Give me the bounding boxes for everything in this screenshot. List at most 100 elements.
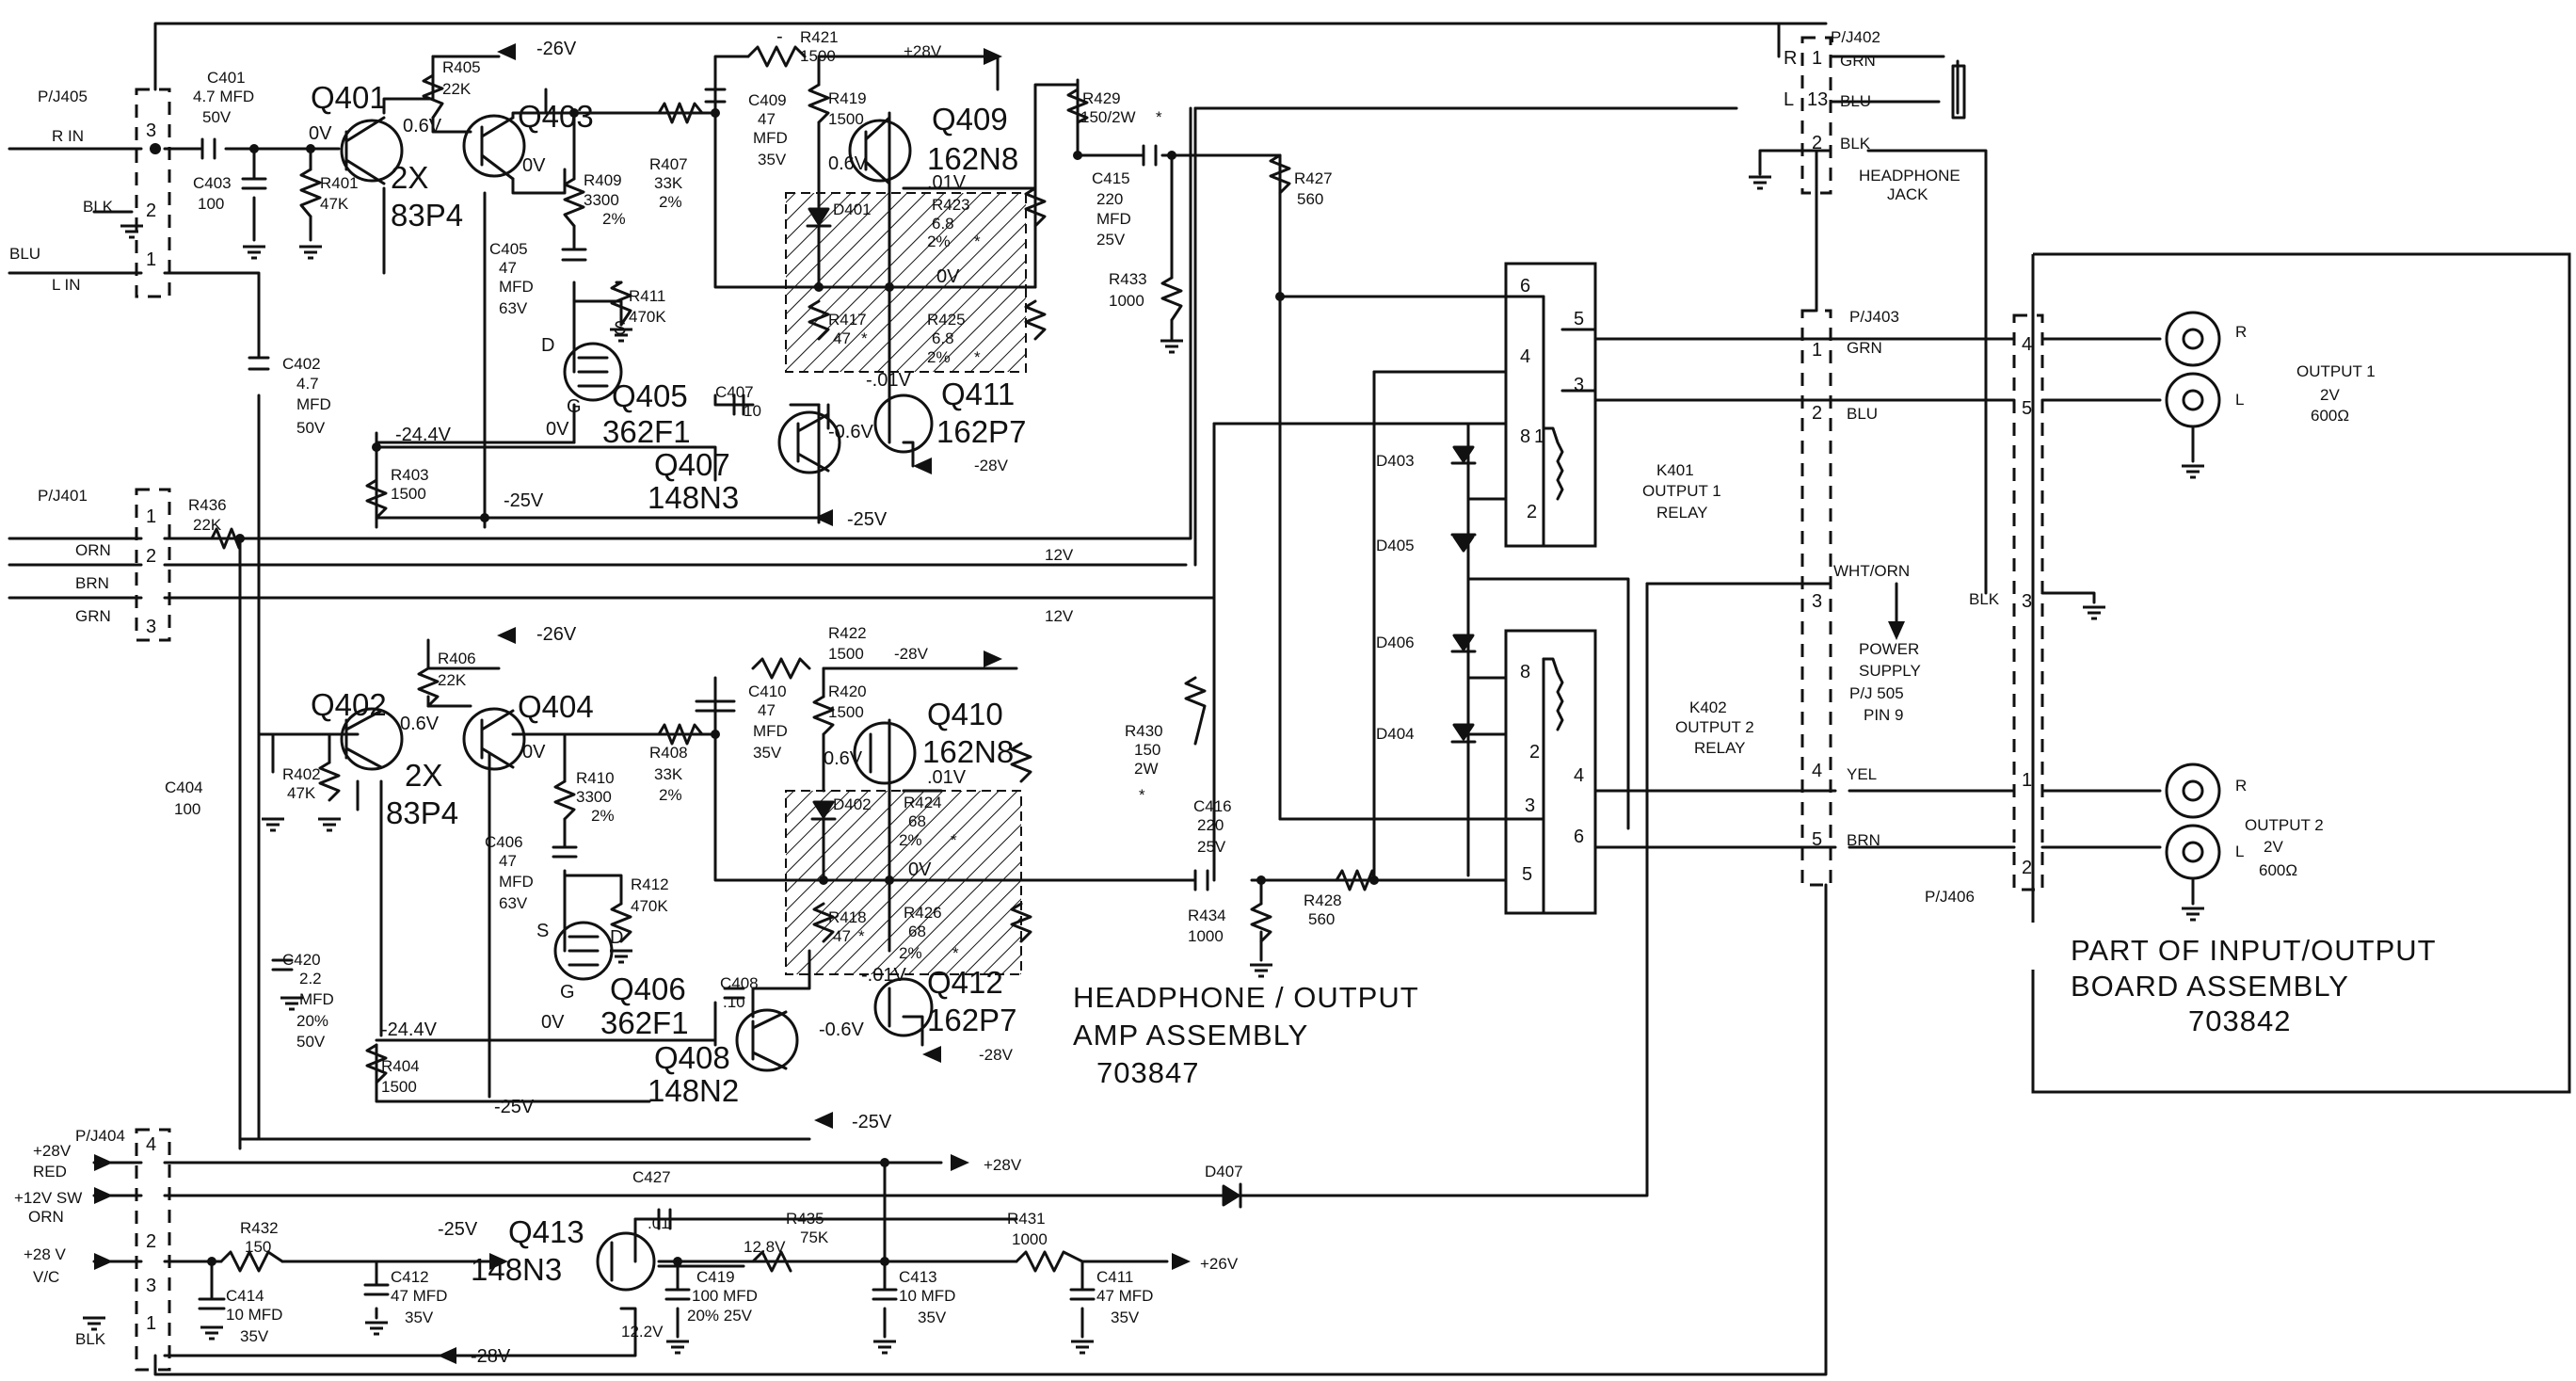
q407-part: 148N3 <box>648 480 739 515</box>
c420-tol: 20% <box>296 1012 328 1030</box>
q405-part: 362F1 <box>602 414 691 449</box>
d405-ref: D405 <box>1376 537 1415 554</box>
minus25v-b: -25V <box>847 509 888 530</box>
r421-ref: R421 <box>800 28 839 46</box>
q405-drain: D <box>541 335 554 356</box>
d406-ref: D406 <box>1376 634 1415 651</box>
c410-voltage: 35V <box>753 744 782 762</box>
board-title-line1: PART OF INPUT/OUTPUT <box>2071 934 2437 967</box>
r401-ref: R401 <box>320 174 359 192</box>
pin: 4 <box>1574 765 1584 786</box>
pin: 8 <box>1520 662 1530 682</box>
pj405-label: P/J405 <box>38 88 88 105</box>
k402-relay: RELAY <box>1694 739 1746 757</box>
r-in-label: R IN <box>52 127 84 145</box>
q403-ref: Q403 <box>518 99 594 134</box>
c404-value: 100 <box>174 800 200 818</box>
r405-ref: R405 <box>442 58 481 76</box>
r423-voltage: 0V <box>936 266 960 287</box>
r426-value: 68 <box>908 923 926 940</box>
r403-ref: R403 <box>391 466 429 484</box>
pin: 6 <box>1520 276 1530 297</box>
minus25v-power: -25V <box>438 1219 478 1240</box>
c405-value: 47 <box>499 259 517 277</box>
r425-tol: 2% <box>927 348 951 366</box>
c416-voltage: 25V <box>1197 838 1226 856</box>
r423-tol: 2% <box>927 233 951 250</box>
r427-ref: R427 <box>1294 169 1333 187</box>
r432-value: 150 <box>245 1238 271 1256</box>
blu2-label: BLU <box>1847 405 1878 423</box>
c406-value: 47 <box>499 852 517 870</box>
c413-voltage: 35V <box>918 1309 947 1326</box>
r406-value: 22K <box>438 671 467 689</box>
c419-value: 100 MFD <box>692 1287 758 1305</box>
c402-value: 4.7 <box>296 375 319 393</box>
output2-title: OUTPUT 2 <box>2245 816 2324 834</box>
q411-part: 162P7 <box>936 414 1026 449</box>
r408-ref: R408 <box>649 744 688 762</box>
q401-voltage: 0V <box>309 123 332 144</box>
v12-a: 12V <box>1045 546 1074 564</box>
q409-voltage-emitter: .01V <box>927 172 967 193</box>
c409-value: 47 <box>758 110 776 128</box>
r436-ref: R436 <box>188 496 227 514</box>
vc-label: V/C <box>33 1268 59 1286</box>
k401-box <box>1504 262 1597 548</box>
dual-2x-label: 2X <box>391 160 428 195</box>
d404-ref: D404 <box>1376 725 1415 743</box>
pin: 1 <box>2022 770 2032 791</box>
q408-voltage: -0.6V <box>819 1020 864 1040</box>
r408-tol: 2% <box>659 786 682 804</box>
c413-value: 10 MFD <box>899 1287 955 1305</box>
q408-part: 148N2 <box>648 1073 739 1108</box>
c405-unit: MFD <box>499 278 534 296</box>
c401-value: 4.7 MFD <box>193 88 254 105</box>
q410-part: 162N8 <box>922 734 1014 769</box>
k401-ref: K401 <box>1656 461 1694 479</box>
power-supply-label-2: SUPPLY <box>1859 662 1921 680</box>
c409-voltage: 35V <box>758 151 787 169</box>
r427-value: 560 <box>1297 190 1323 208</box>
minus244v-bottom: -24.4V <box>381 1020 438 1040</box>
blk2-out-label: BLK <box>1969 590 2000 608</box>
c412-voltage: 35V <box>405 1309 434 1326</box>
c406-voltage: 63V <box>499 894 528 912</box>
out2-l-label: L <box>2235 843 2244 860</box>
power-supply-label-3: P/J 505 <box>1849 684 1904 702</box>
pin: 2 <box>1527 502 1537 522</box>
r418-star: * <box>858 927 865 945</box>
power-labels: R432 150 -25V Q413 148N3 C427 .01 12.8V … <box>226 1156 1243 1367</box>
pin: 5 <box>2022 398 2032 419</box>
q402-voltage: 0.6V <box>400 714 440 734</box>
d401-ref: D401 <box>833 201 872 218</box>
r436-value: 22K <box>193 516 222 534</box>
c402-unit: MFD <box>296 395 331 413</box>
pin: R <box>1784 48 1797 69</box>
pin: 5 <box>1522 864 1532 885</box>
d402-ref: D402 <box>833 795 872 813</box>
c412-value: 47 MFD <box>391 1287 447 1305</box>
amp-title-line2: AMP ASSEMBLY <box>1073 1019 1308 1052</box>
c419-ref: C419 <box>696 1268 735 1286</box>
pj403-outline <box>1800 309 1832 887</box>
r435-ref: R435 <box>786 1210 824 1228</box>
pin: 1 <box>1812 340 1822 361</box>
r426-star: * <box>952 944 959 962</box>
q405-ref: Q405 <box>612 378 688 413</box>
r418-value: 47 <box>833 927 851 945</box>
r425-value: 6.8 <box>932 329 954 347</box>
dual-part-bottom: 83P4 <box>386 795 458 830</box>
pin: 8 <box>1520 426 1530 447</box>
c411-voltage: 35V <box>1111 1309 1140 1326</box>
output2-volt: 2V <box>2264 838 2283 856</box>
r402-ref: R402 <box>282 765 321 783</box>
pin: 3 <box>1525 795 1535 816</box>
q405-voltage: 0V <box>546 419 569 440</box>
pin: 2 <box>1812 403 1822 424</box>
c416-value: 220 <box>1197 816 1224 834</box>
output1-title: OUTPUT 1 <box>2296 362 2376 380</box>
plus26v-power: +26V <box>1200 1255 1239 1273</box>
r423-ref: R423 <box>932 196 970 214</box>
c420-ref: C420 <box>282 951 321 969</box>
